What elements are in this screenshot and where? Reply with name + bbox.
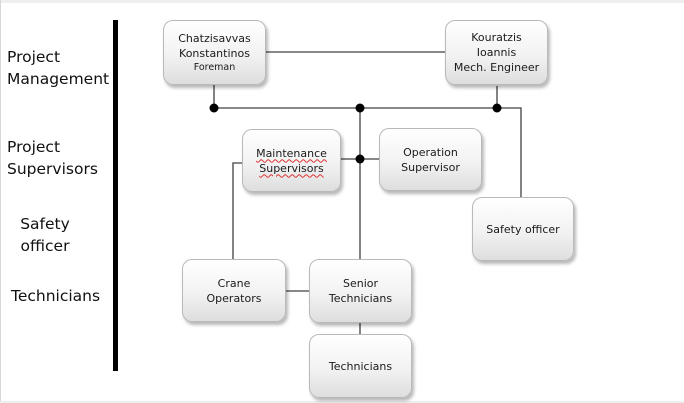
node-mech-engineer[interactable]: Kouratzis Ioannis Mech. Engineer (445, 20, 548, 85)
frame-top-edge (0, 0, 684, 3)
node-senior-technicians[interactable]: Senior Technicians (309, 259, 412, 323)
node-technicians[interactable]: Technicians (309, 334, 412, 398)
node-name-line: Supervisors (259, 161, 324, 175)
node-name-line: Konstantinos (179, 46, 250, 60)
node-name-line: Senior (342, 277, 379, 290)
level-label-line: Project (7, 48, 61, 66)
level-label-project-supervisors: Project Supervisors (7, 136, 98, 180)
node-name-line: Ioannis (476, 46, 517, 59)
node-name-line: Technicians (328, 292, 393, 305)
junction-dot (209, 103, 219, 113)
node-operation-supervisor[interactable]: Operation Supervisor (379, 128, 482, 191)
level-label-line: Project (7, 138, 61, 156)
junction-dot (492, 103, 502, 113)
level-label-line: Supervisors (7, 160, 98, 178)
level-label-line: Management (7, 70, 110, 88)
node-name-line: Crane (217, 276, 251, 290)
node-name-line: Chatzisavvas (178, 31, 251, 45)
node-crane-operators[interactable]: Crane Operators (182, 259, 286, 322)
node-name-line: Technicians (328, 359, 393, 373)
node-name-line: Supervisor (401, 160, 460, 174)
node-name-line: Kouratzis (471, 31, 522, 44)
junction-dot (355, 154, 365, 164)
level-label-safety-officer: Safety officer (20, 213, 70, 257)
frame-bottom-edge (0, 401, 684, 403)
level-label-line: Safety (20, 215, 70, 233)
junction-dot (355, 103, 365, 113)
level-label-line: officer (20, 237, 70, 255)
node-safety-officer[interactable]: Safety officer (472, 197, 574, 261)
node-maintenance-supervisors[interactable]: Maintenance Supervisors (242, 129, 341, 192)
level-divider-bar (113, 20, 118, 371)
node-foreman[interactable]: Chatzisavvas Konstantinos Foreman (163, 20, 266, 85)
node-role: Mech. Engineer (453, 61, 540, 74)
level-label-project-management: Project Management (7, 46, 109, 90)
level-label-line: Technicians (11, 287, 101, 305)
node-name-line: Operators (206, 291, 262, 305)
node-role: Foreman (193, 61, 236, 73)
node-name-line: Safety officer (486, 222, 560, 236)
node-name-line: Operation (403, 145, 458, 159)
node-name-line: Maintenance (256, 146, 327, 160)
connector-maintenance-crane (232, 162, 242, 259)
connector-main-bus (214, 107, 522, 197)
level-label-technicians: Technicians (11, 285, 100, 307)
frame-left-edge (0, 0, 1, 403)
